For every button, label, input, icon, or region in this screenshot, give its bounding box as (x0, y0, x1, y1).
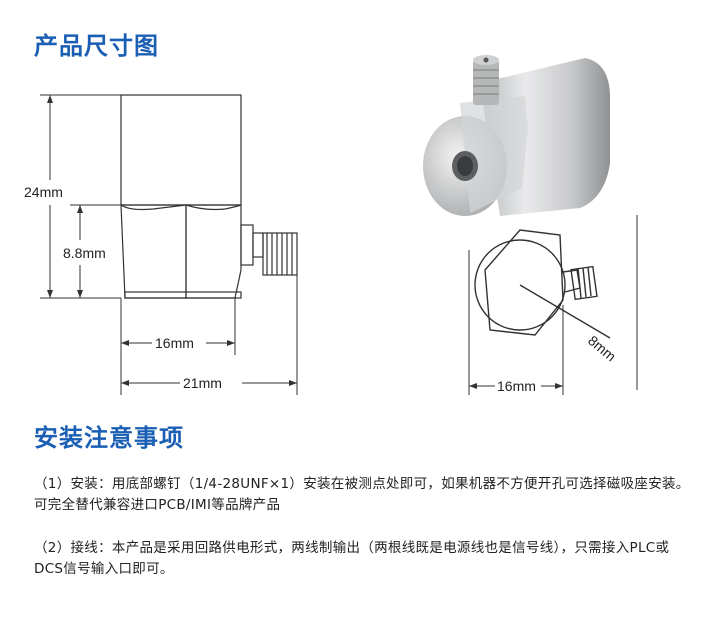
connector-collar (240, 224, 254, 266)
cylinder-body-outline (120, 94, 242, 206)
hex-face-left (120, 204, 187, 299)
installation-note-2: （2）接线：本产品是采用回路供电形式，两线制输出（两根线既是电源线也是信号线），… (34, 540, 670, 577)
hex-face-right (185, 204, 242, 299)
dim-label-16mm-top: 16mm (497, 378, 536, 394)
dim-label-21mm: 21mm (183, 375, 222, 391)
installation-note-1: （1）安装：用底部螺钉（1/4-28UNF×1）安装在被测点处即可，如果机器不方… (34, 476, 690, 513)
connector-thread (570, 265, 598, 301)
body-circle (474, 239, 566, 331)
section-title-installation: 安装注意事项 (34, 424, 184, 452)
dim-label-24mm: 24mm (24, 184, 63, 200)
connector-thread (262, 232, 298, 276)
section-title-dimensions: 产品尺寸图 (34, 32, 159, 60)
dim-label-8-8mm: 8.8mm (63, 245, 106, 261)
product-photo (423, 55, 610, 216)
dim-label-16mm: 16mm (155, 335, 194, 351)
side-view-drawing: 24mm 8.8mm 16mm 21mm (24, 94, 298, 395)
top-view-drawing: 16mm 8mm (468, 215, 638, 395)
connector (473, 60, 499, 105)
base-plate (124, 291, 242, 299)
dim-label-8mm: 8mm (585, 332, 619, 364)
